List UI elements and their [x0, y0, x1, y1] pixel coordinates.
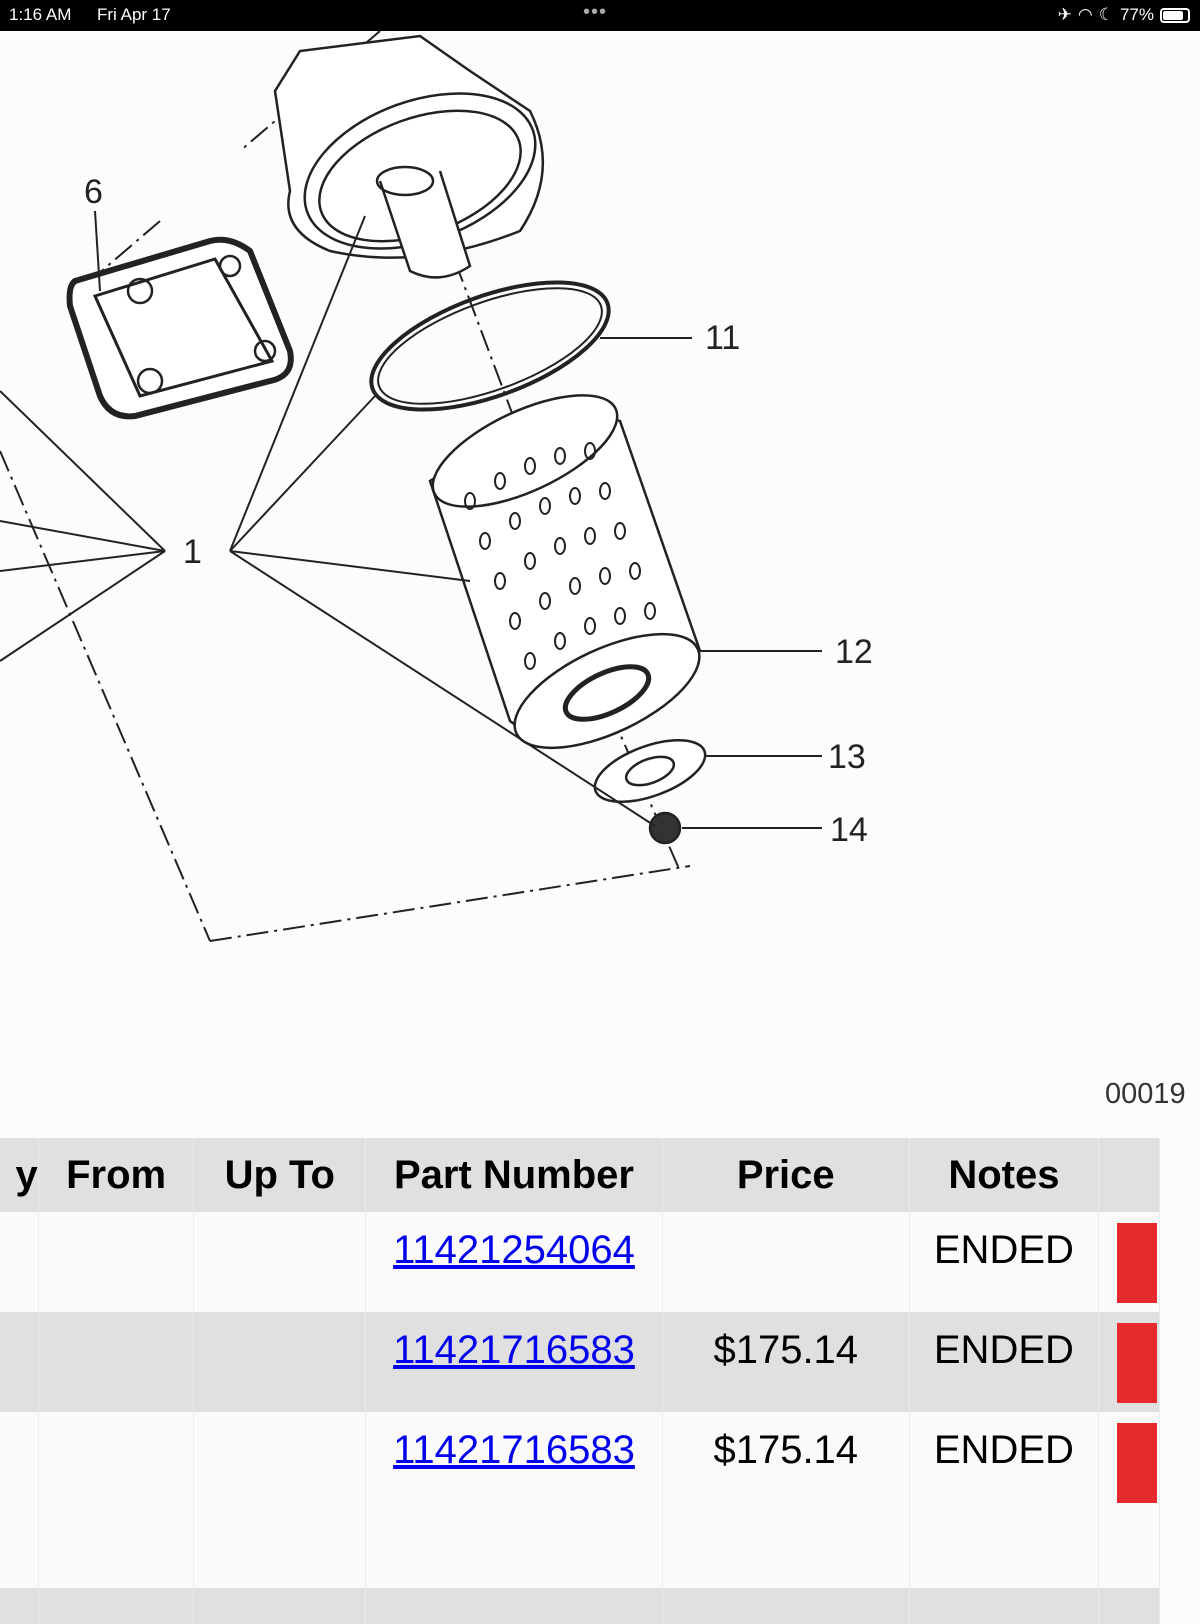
- header-up-to: Up To: [193, 1138, 367, 1212]
- part-number-link[interactable]: 11421254064: [393, 1228, 635, 1272]
- airplane-icon: ✈: [1057, 5, 1072, 24]
- wifi-icon: ◠: [1077, 5, 1093, 24]
- header-notes: Notes: [909, 1138, 1100, 1212]
- multitasking-dots-icon[interactable]: •••: [583, 1, 608, 23]
- callout-11: 11: [705, 319, 740, 357]
- filter-element: [428, 394, 702, 750]
- callout-6: 6: [84, 173, 103, 211]
- header-price: Price: [662, 1138, 910, 1212]
- add-to-cart-button[interactable]: [1117, 1223, 1158, 1303]
- table-row: 11421254064 ENDED: [0, 1212, 1160, 1312]
- callout-1: 1: [183, 533, 202, 571]
- callout-14: 14: [830, 811, 868, 849]
- table-header: y From Up To Part Number Price Notes: [0, 1138, 1160, 1212]
- o-ring: [369, 280, 611, 412]
- callout-13: 13: [828, 738, 866, 776]
- battery-icon: [1160, 7, 1190, 23]
- gasket: [66, 236, 294, 420]
- price-cell: $175.14: [662, 1312, 910, 1412]
- moon-icon: ☾: [1098, 5, 1114, 24]
- part-number-link[interactable]: 11421716583: [393, 1328, 635, 1372]
- add-to-cart-button[interactable]: [1117, 1323, 1158, 1403]
- notes-cell: ENDED: [909, 1312, 1100, 1412]
- header-part-number: Part Number: [365, 1138, 663, 1212]
- washer: [593, 739, 707, 803]
- header-action: [1098, 1138, 1160, 1212]
- filter-housing: [273, 34, 545, 279]
- status-time: 1:16 AM: [9, 5, 72, 24]
- price-cell: $175.14: [662, 1412, 910, 1588]
- nut: [648, 811, 682, 845]
- header-qty: y: [0, 1138, 39, 1212]
- table-row: 11421716583 $175.14 ENDED: [0, 1412, 1160, 1588]
- parts-diagram: 6 1 11 12 13 14: [0, 30, 1200, 1131]
- price-cell: [662, 1212, 910, 1312]
- part-number-link[interactable]: 11421716583: [393, 1428, 635, 1472]
- diagram-code: 00019: [1105, 1078, 1186, 1110]
- callout-12: 12: [835, 633, 873, 671]
- battery-percent: 77%: [1119, 5, 1154, 24]
- table-row: [0, 1588, 1160, 1624]
- header-from: From: [38, 1138, 195, 1212]
- notes-cell: ENDED: [909, 1212, 1100, 1312]
- status-date: Fri Apr 17: [97, 5, 171, 24]
- add-to-cart-button[interactable]: [1117, 1423, 1158, 1503]
- table-row: 11421716583 $175.14 ENDED: [0, 1312, 1160, 1412]
- notes-cell: ENDED: [909, 1412, 1100, 1588]
- parts-table: y From Up To Part Number Price Notes 114…: [0, 1138, 1160, 1624]
- status-bar: 1:16 AM Fri Apr 17 ••• ✈ ◠ ☾ 77%: [0, 0, 1200, 31]
